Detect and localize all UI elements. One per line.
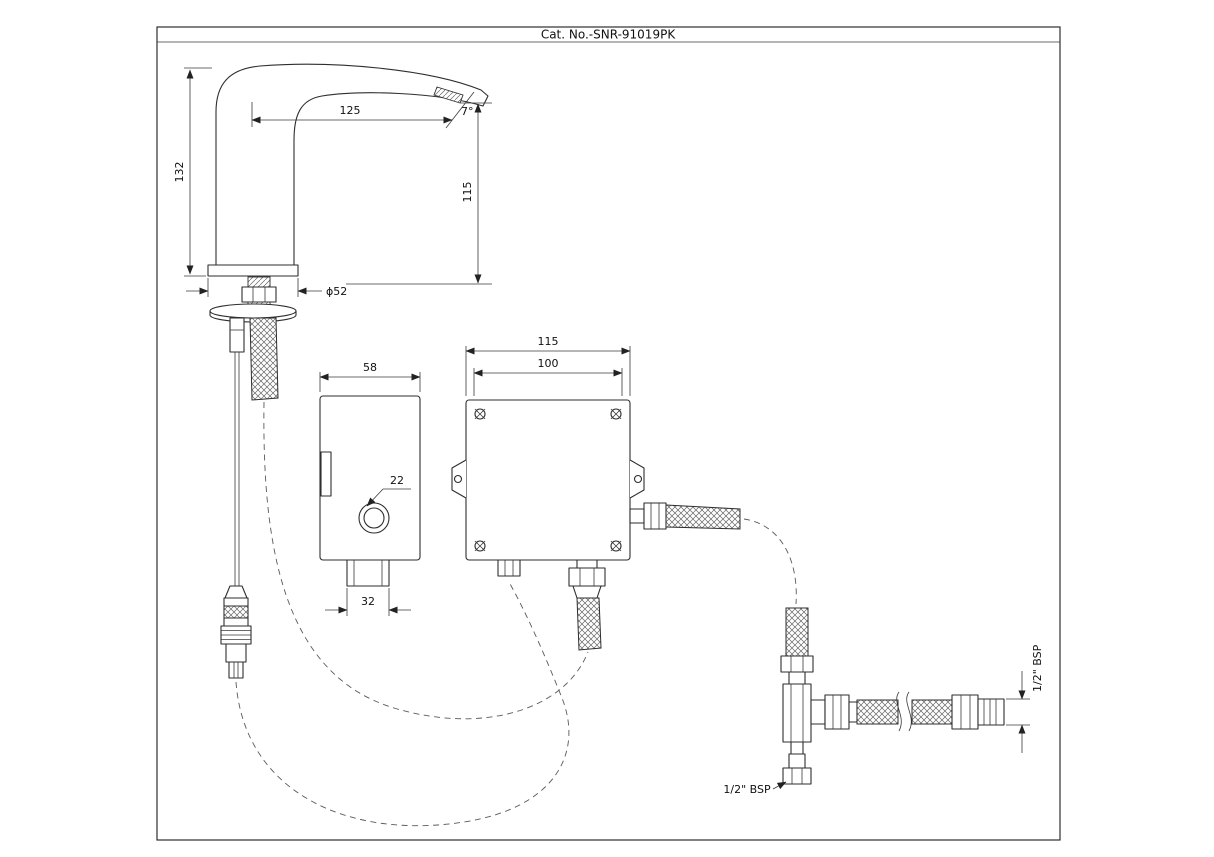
dim-outlet-port-width-value: 32 [361,595,375,608]
dim-control-unit-width: 58 [319,361,421,392]
dim-spout-angle-value: 7° [461,105,474,118]
valve-box-cable-gland [497,559,521,577]
dim-thread-right-value: 1/2" BSP [1031,644,1044,692]
valve-box-mounting-ears [451,459,645,499]
mounting-nut [241,286,277,303]
supply-hose-routing-curve [263,401,589,720]
tee-body [782,683,812,743]
faucet-base-plate [207,264,299,277]
outlet-hose [576,597,602,651]
dim-outlet-port-width: 32 [325,588,411,616]
valve-box-outlet-fitting [568,559,606,651]
tee-end-nipple [977,698,1005,726]
dim-faucet-height: 132 [173,67,212,277]
drawing-frame: Cat. No.-SNR-91019PK [156,26,1061,841]
sensor-cable-plug [220,585,252,679]
connection-routing-curves [235,401,797,827]
valve-box-screws [474,408,622,552]
catalog-number: Cat. No.-SNR-91019PK [541,28,677,42]
dim-spout-height-value: 115 [461,182,474,203]
inlet-hose-routing-curve [743,518,797,605]
tee-right-hose [856,699,899,725]
sensor-control-unit-view: 58 22 32 [319,361,421,616]
dim-base-diameter: ϕ52 [186,278,347,298]
dim-thread-bottom-value: 1/2" BSP [723,783,771,796]
tee-connector-view: 1/2" BSP 1/2" BSP [723,607,1044,796]
inlet-hose [665,504,741,530]
control-unit-outlet-port [346,559,390,587]
valve-box-inlet-fitting [629,502,741,530]
dim-spout-height: 115 [346,102,492,285]
dim-faucet-height-value: 132 [173,162,186,183]
control-unit-side-clip [320,451,332,497]
dim-valve-box-outer-width: 115 [465,335,631,396]
dim-control-unit-width-value: 58 [363,361,377,374]
dim-valve-box-inner-width-value: 100 [538,357,559,370]
dim-valve-box-inner-width: 100 [473,357,623,396]
faucet-supply-hose [249,317,279,401]
faucet-view: 125 7° 132 115 ϕ52 [173,63,492,679]
deck-washer [209,303,297,319]
dim-spout-angle: 7° [461,105,474,118]
sensor-window-inner [363,507,385,529]
dim-thread-bottom: 1/2" BSP [723,781,787,796]
dim-sensor-window-diameter: 22 [366,474,411,507]
sensor-cable-routing-curve [235,581,570,827]
dim-valve-box-outer-width-value: 115 [538,335,559,348]
dim-thread-right: 1/2" BSP [1006,644,1044,753]
tee-bottom-leg [782,741,812,785]
cable-sleeve [229,317,245,353]
faucet-underdeck-assembly [209,276,297,586]
faucet-spout-outline [215,63,489,266]
dim-sensor-window-diameter-value: 22 [390,474,404,487]
tee-right-arm [810,691,1005,732]
dim-spout-reach: 125 [251,91,475,129]
tee-top-hose [785,607,809,657]
solenoid-valve-box-view: 115 100 [451,335,741,651]
valve-box-body [465,399,631,561]
dim-spout-reach-value: 125 [340,104,361,117]
control-unit-body [319,395,421,561]
dim-base-diameter-value: ϕ52 [326,285,347,298]
hose-break-symbol [896,691,902,732]
